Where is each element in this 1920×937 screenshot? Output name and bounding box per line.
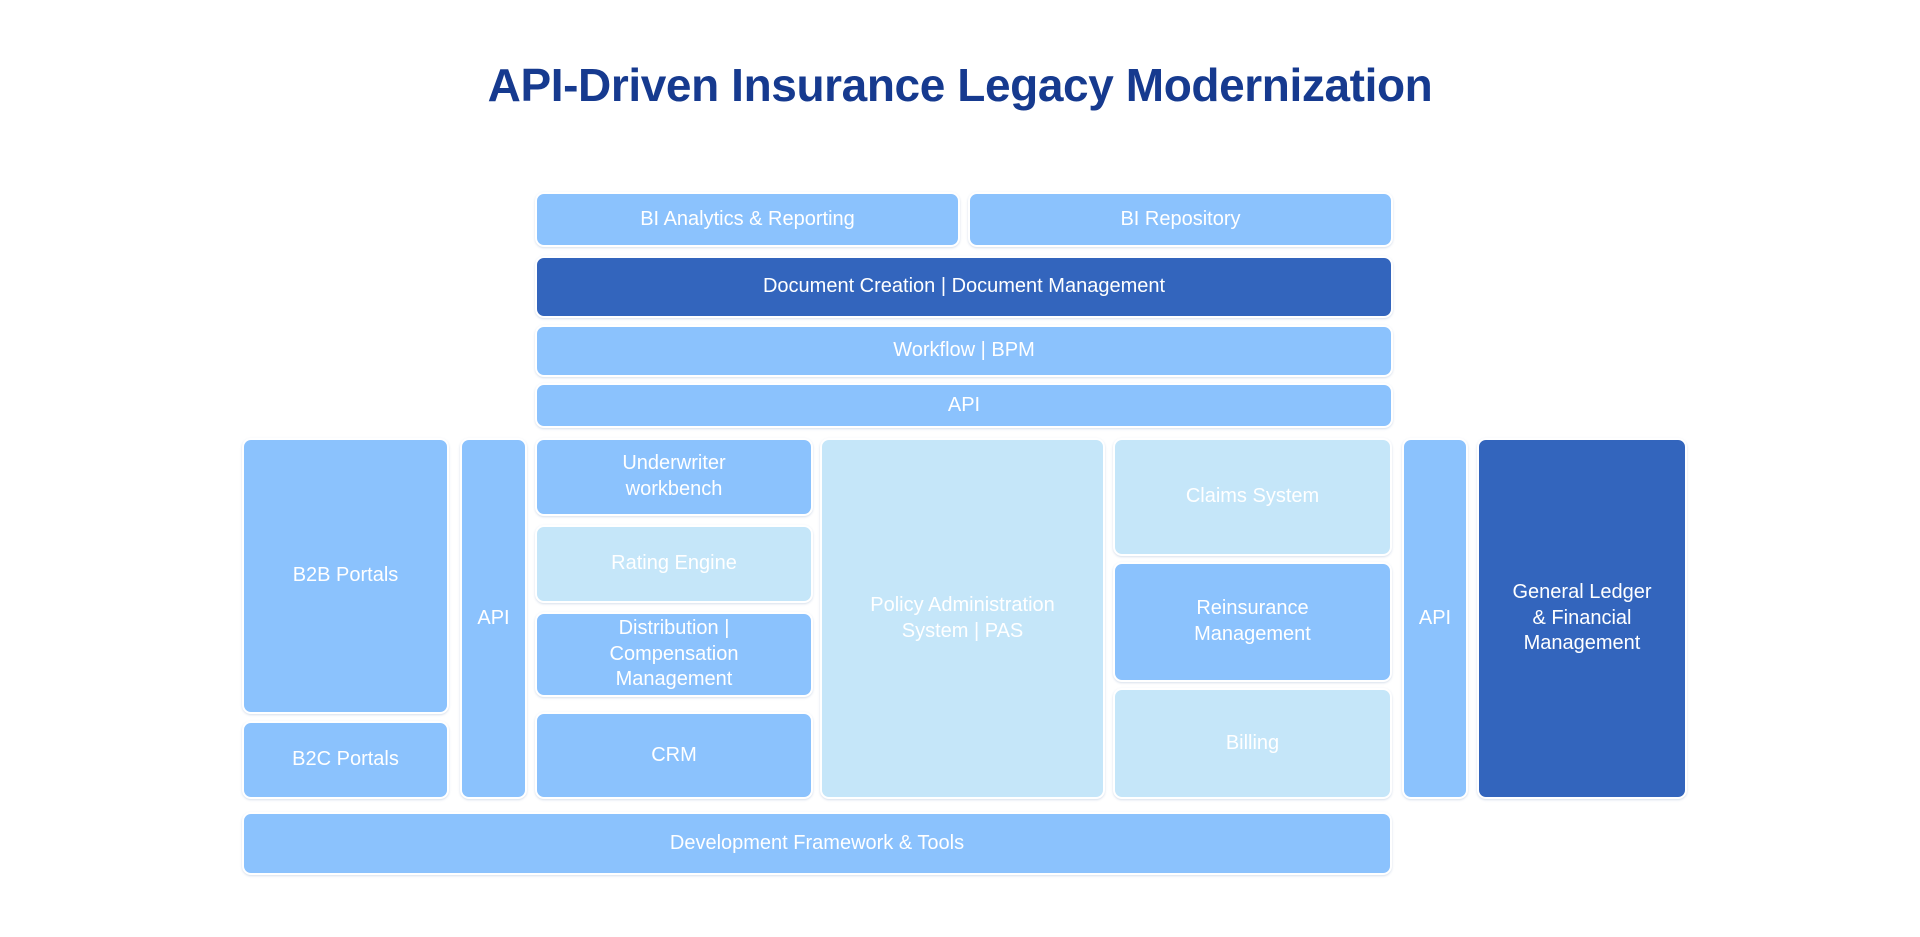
block-label: Rating Engine — [611, 552, 737, 575]
block-underwriter-workbench[interactable]: Underwriter workbench — [535, 438, 813, 516]
block-billing[interactable]: Billing — [1113, 688, 1392, 799]
block-label: General Ledger & Financial Management — [1512, 581, 1652, 655]
block-policy-administration-system[interactable]: Policy Administration System | PAS — [820, 438, 1105, 799]
block-label: Reinsurance Management — [1194, 597, 1311, 645]
block-distribution-compensation-management[interactable]: Distribution | Compensation Management — [535, 612, 813, 697]
block-label: API — [477, 606, 510, 629]
block-bi-analytics-reporting[interactable]: BI Analytics & Reporting — [535, 192, 960, 247]
block-b2c-portals[interactable]: B2C Portals — [242, 721, 449, 799]
block-document-creation-management[interactable]: Document Creation | Document Management — [535, 256, 1393, 318]
block-label: CRM — [651, 743, 697, 766]
block-claims-system[interactable]: Claims System — [1113, 438, 1392, 556]
block-label: Workflow | BPM — [893, 339, 1035, 362]
block-bi-repository[interactable]: BI Repository — [968, 192, 1393, 247]
block-label: Billing — [1225, 731, 1280, 754]
block-label: Document Creation | Document Management — [762, 275, 1166, 298]
block-label: Development Framework & Tools — [669, 831, 965, 854]
block-general-ledger-financial-management[interactable]: General Ledger & Financial Management — [1477, 438, 1687, 799]
block-rating-engine[interactable]: Rating Engine — [535, 525, 813, 603]
block-crm[interactable]: CRM — [535, 712, 813, 799]
block-label: BI Analytics & Reporting — [640, 207, 855, 230]
block-api-top[interactable]: API — [535, 383, 1393, 428]
block-label: B2B Portals — [292, 564, 399, 587]
block-label: Underwriter workbench — [622, 452, 726, 500]
page-title: API-Driven Insurance Legacy Modernizatio… — [487, 59, 1433, 111]
block-label: Claims System — [1185, 485, 1320, 508]
block-reinsurance-management[interactable]: Reinsurance Management — [1113, 562, 1392, 682]
block-label: Policy Administration System | PAS — [870, 593, 1055, 642]
block-workflow-bpm[interactable]: Workflow | BPM — [535, 325, 1393, 377]
block-label: API — [947, 393, 981, 416]
block-label: B2C Portals — [292, 748, 399, 771]
block-b2b-portals[interactable]: B2B Portals — [242, 438, 449, 714]
block-label: Distribution | Compensation Management — [609, 617, 739, 691]
block-label: BI Repository — [1120, 207, 1241, 230]
block-development-framework-tools[interactable]: Development Framework & Tools — [242, 812, 1392, 875]
block-api-left[interactable]: API — [460, 438, 527, 799]
block-api-right[interactable]: API — [1402, 438, 1468, 799]
block-label: API — [1418, 606, 1452, 629]
